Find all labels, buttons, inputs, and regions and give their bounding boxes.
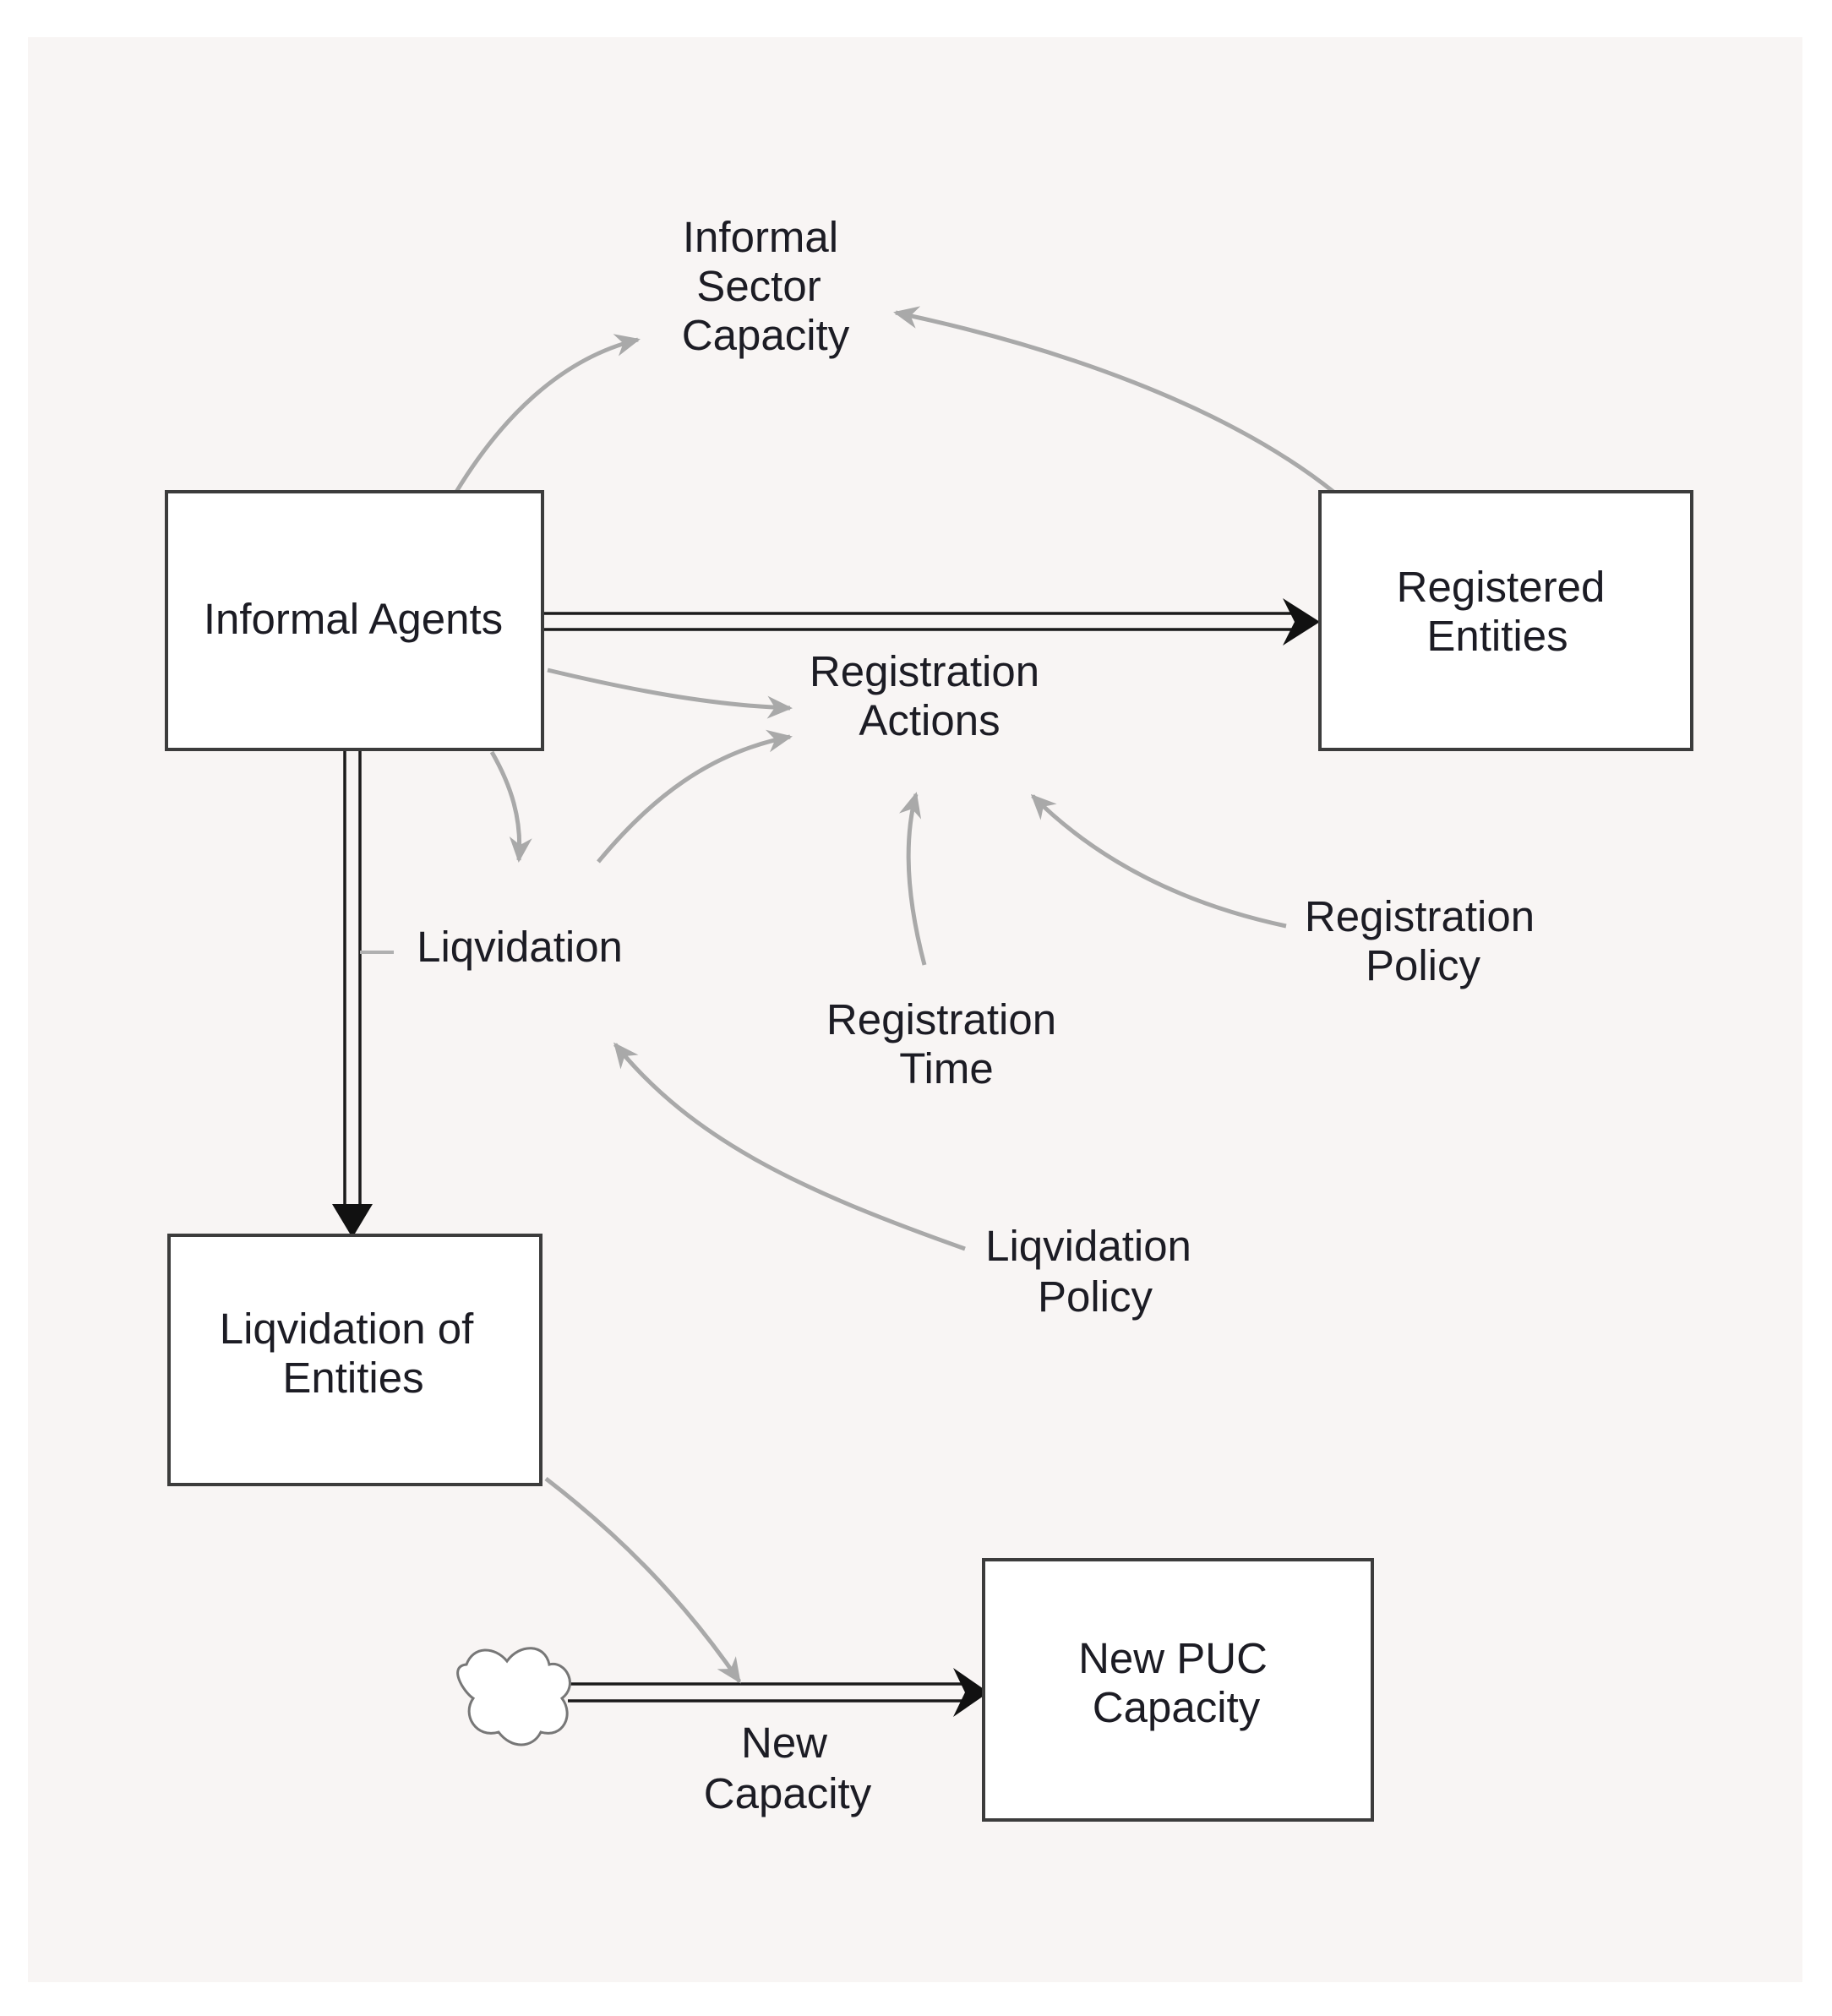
variable-registration-actions-line1: Registration	[810, 647, 1039, 695]
stock-informal-agents: Informal Agents	[165, 490, 544, 751]
stock-new-puc-capacity-label-line2: Capacity	[1093, 1683, 1261, 1731]
variable-informal-sector-capacity-line1: Informal	[683, 213, 838, 261]
link-registered-entities-to-sector-capacity	[893, 306, 1335, 493]
registration-flow-pipe	[543, 598, 1320, 646]
flow-new-capacity-label-line2: Capacity	[704, 1769, 872, 1817]
link-registration-time-to-registration-actions	[899, 792, 927, 966]
variable-registration-actions-line2: Actions	[859, 696, 1000, 744]
stock-new-puc-capacity-label-line1: New PUC	[1078, 1634, 1268, 1682]
variable-registration-policy-line2: Policy	[1366, 941, 1481, 989]
link-informal-agents-to-liqvidation	[489, 750, 532, 863]
variable-informal-sector-capacity-line2: Sector	[696, 262, 821, 310]
flow-new-capacity-label-line1: New	[741, 1719, 827, 1767]
diagram-background	[28, 37, 1802, 1982]
variable-informal-sector-capacity: Informal Sector Capacity	[682, 213, 850, 359]
new-capacity-flow-pipe	[568, 1668, 989, 1717]
variable-liqvidation-policy-line2: Policy	[1038, 1272, 1153, 1321]
stock-informal-agents-label: Informal Agents	[204, 595, 503, 643]
variable-registration-time-line1: Registration	[826, 995, 1056, 1043]
stock-liqvidation-of-entities-label-line2: Entities	[282, 1354, 423, 1402]
stock-liqvidation-of-entities: Liqvidation of Entities	[167, 1234, 543, 1486]
variable-liqvidation-policy: Liqvidation Policy	[985, 1222, 1191, 1321]
variable-liqvidation-policy-line1: Liqvidation	[985, 1222, 1191, 1270]
stock-new-puc-capacity: New PUC Capacity	[982, 1558, 1374, 1822]
variable-registration-policy-line1: Registration	[1305, 892, 1535, 940]
link-liqvidation-to-registration-actions	[597, 729, 793, 864]
liqvidation-flow-pipe	[332, 750, 394, 1238]
link-informal-agents-to-sector-capacity	[454, 334, 641, 493]
variable-registration-policy: Registration Policy	[1305, 892, 1535, 989]
link-liqvidation-policy-to-liqvidation	[613, 1042, 966, 1251]
link-liqvidation-of-entities-to-new-capacity	[544, 1477, 742, 1684]
stock-registered-entities-label-line1: Registered	[1397, 563, 1606, 611]
variable-registration-time-line2: Time	[899, 1044, 993, 1092]
stock-registered-entities-label-line2: Entities	[1426, 612, 1568, 660]
stock-registered-entities: Registered Entities	[1318, 490, 1693, 751]
link-registration-policy-to-registration-actions	[1030, 793, 1287, 929]
stock-liqvidation-of-entities-label-line1: Liqvidation of	[220, 1305, 474, 1353]
variable-informal-sector-capacity-line3: Capacity	[682, 311, 850, 359]
variable-registration-time: Registration Time	[826, 995, 1056, 1092]
cloud-source-icon	[456, 1647, 571, 1746]
flow-liqvidation-label: Liqvidation	[417, 923, 623, 971]
link-informal-agents-to-registration-actions	[547, 667, 793, 719]
variable-registration-actions: Registration Actions	[810, 647, 1039, 744]
